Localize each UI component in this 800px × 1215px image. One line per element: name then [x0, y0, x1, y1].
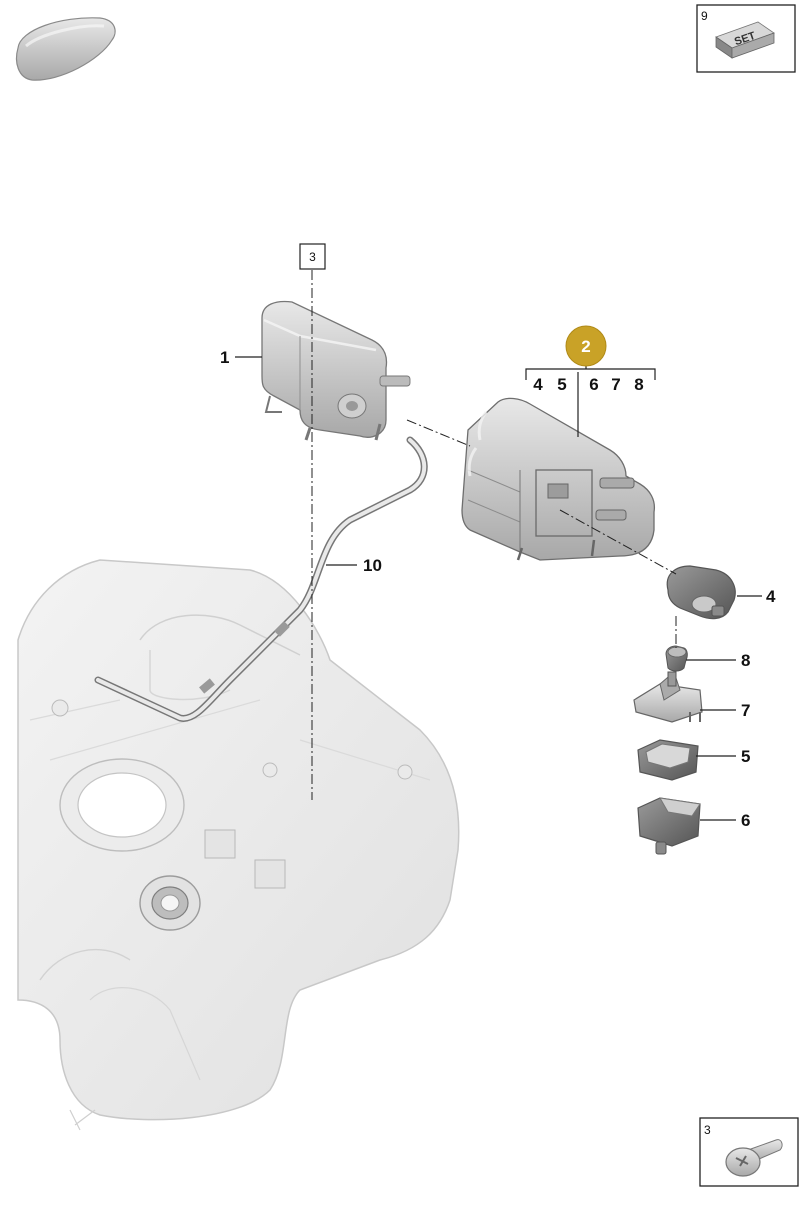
callout-2-badge: 2: [565, 325, 607, 367]
part-6-tray-base: [637, 797, 701, 855]
callout-2: 2: [581, 337, 590, 356]
subitem-label: 8: [634, 375, 643, 394]
ref-box-bolt: 3: [699, 1117, 799, 1187]
part-4-connector: [666, 565, 736, 620]
ref-box-center-number: 3: [309, 250, 316, 264]
fuel-tank: [17, 559, 460, 1131]
group-subitems: 4 5 6 7 8: [533, 375, 643, 394]
ref-box-center: 3: [299, 243, 326, 270]
bolt-icon: [725, 1139, 783, 1177]
part-8-grommet: [665, 645, 688, 672]
subitem-label: 5: [557, 375, 566, 394]
ref-box-set: 9 SET: [696, 4, 796, 73]
callout-1: 1: [220, 348, 229, 367]
tank-opening: [59, 758, 185, 852]
center-lines: [311, 270, 677, 800]
ref-box-set-number: 9: [701, 9, 708, 23]
ref-box-bolt-number: 3: [704, 1123, 711, 1137]
leader-lines: [235, 356, 762, 821]
callout-7: 7: [741, 701, 750, 720]
callout-5: 5: [741, 747, 750, 766]
pad-part-icon: [15, 17, 116, 81]
callout-8: 8: [741, 651, 750, 670]
callout-6: 6: [741, 811, 750, 830]
subitem-label: 4: [533, 375, 543, 394]
tank-filler-neck: [139, 875, 201, 931]
part-2-carbon-canister: [461, 397, 656, 561]
tank-brackets: [51, 699, 413, 889]
subitem-label: 7: [611, 375, 620, 394]
callout-10: 10: [363, 556, 382, 575]
set-block-icon: SET: [715, 21, 775, 59]
part-7-holder: [633, 671, 703, 723]
hose-line-10: [94, 436, 428, 722]
part-1-filter-housing: [261, 300, 411, 441]
callout-4: 4: [766, 587, 776, 606]
part-5-tray: [637, 739, 699, 781]
subitem-label: 6: [589, 375, 598, 394]
badge-circle: [565, 325, 607, 367]
